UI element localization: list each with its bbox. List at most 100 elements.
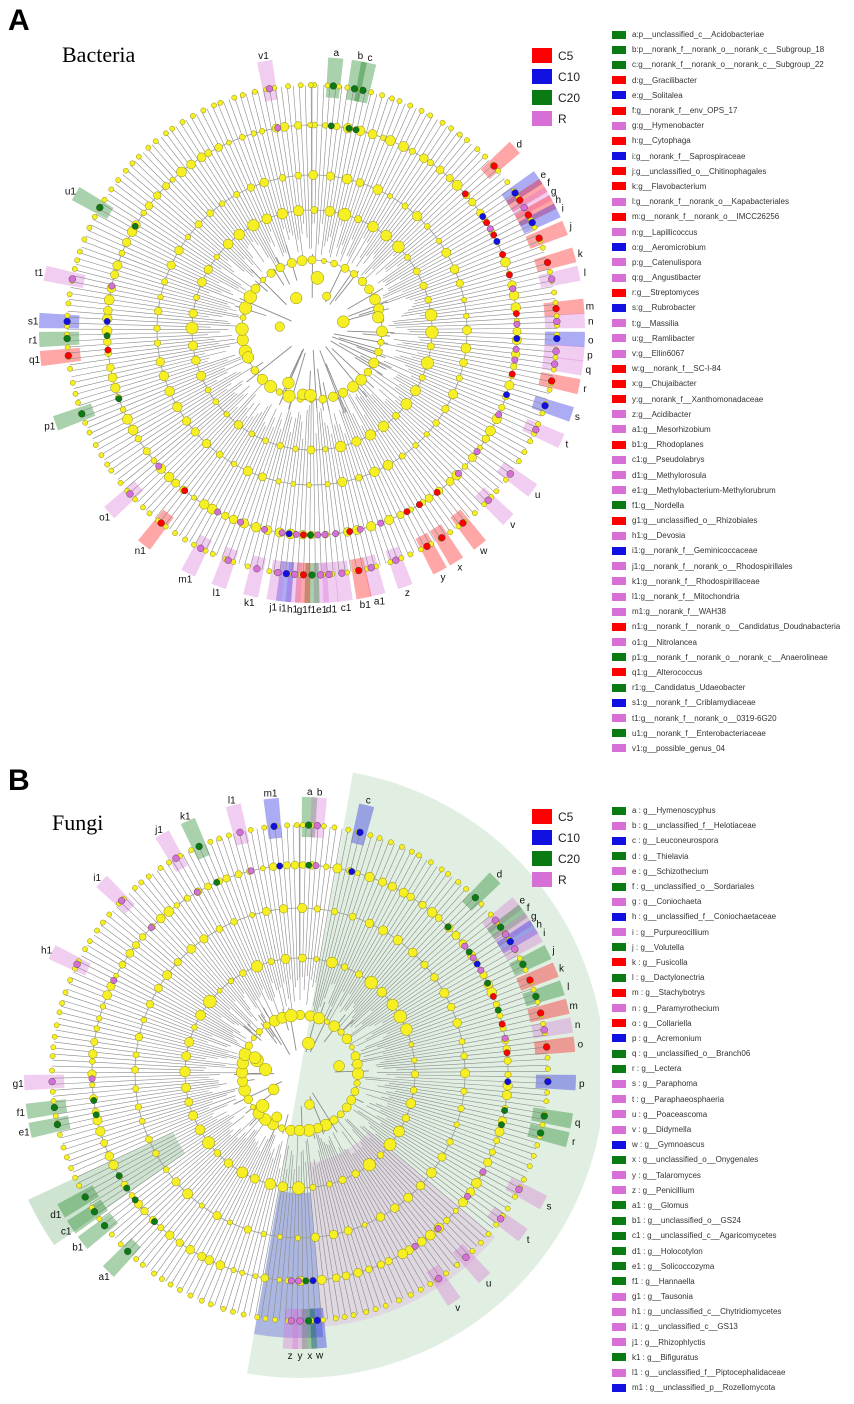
taxa-legend-item: j:g__unclassified_o__Chitinophagales [612,164,840,179]
taxa-label: b1 : g__unclassified_o__GS24 [632,1216,741,1226]
taxa-legend-item: b : g__unclassified_f__Helotiaceae [612,818,785,833]
biomarker-node [552,347,560,355]
taxon-label: e1 [316,605,328,616]
clade-highlight [28,1132,186,1246]
biomarker-node [511,945,519,953]
biomarker-node [305,1317,313,1325]
taxa-label: t1:g__norank_f__norank_o__0319-6G20 [632,713,777,723]
biomarker-node [520,203,528,212]
taxon-label: q [586,365,592,376]
taxa-swatch [612,212,626,221]
taxa-swatch [612,1383,626,1392]
taxa-legend-item: m : g__Stachybotrys [612,985,785,1000]
taxon-label: m1 [178,575,192,586]
taxa-label: j1:g__norank_f__norank_o__Rhodospirillal… [632,561,793,571]
taxa-swatch [612,546,626,555]
taxon-highlight [257,59,278,102]
biomarker-node [519,960,527,968]
taxa-label: m : g__Stachybotrys [632,988,705,998]
taxa-swatch [612,1216,626,1225]
taxa-label: i1:g__norank_f__Geminicoccaceae [632,546,758,556]
taxon-highlight [534,247,577,273]
taxa-swatch [612,197,626,206]
taxa-legend-item: h : g__unclassified_f__Coniochaetaceae [612,909,785,924]
group-label: C5 [558,809,574,824]
biomarker-node [96,203,104,212]
taxa-label: q : g__unclassified_o__Branch06 [632,1049,751,1059]
taxon-label: q [575,1118,581,1129]
taxon-highlight [481,897,523,933]
taxa-label: t:g__Massilia [632,318,679,328]
taxa-swatch [612,683,626,692]
taxon-highlight [429,524,464,566]
taxa-legend-item: h1:g__Devosia [612,528,840,543]
taxa-legend-item: p:g__Catenulispora [612,255,840,270]
taxon-label: l1 [228,795,236,806]
taxa-swatch [612,410,626,419]
taxon-highlight [415,532,447,575]
taxon-label: k1 [180,811,191,822]
taxa-legend-item: c1:g__Pseudolabrys [612,452,840,467]
biomarker-node [540,1026,548,1034]
taxa-label: c:g__norank_f__norank_o__norank_c__Subgr… [632,60,824,70]
taxon-highlight [522,980,565,1007]
taxa-legend-item: y : g__Talaromyces [612,1168,785,1183]
taxon-highlight [496,920,539,954]
taxa-swatch [612,1171,626,1180]
biomarker-node [537,1129,545,1137]
taxa-legend-item: o1:g__Nitrolancea [612,635,840,650]
taxa-legend-item: m1:g__norank_f__WAH38 [612,604,840,619]
taxa-label: o1:g__Nitrolancea [632,637,697,647]
biomarker-node [325,570,333,579]
taxon-label: r [572,1137,576,1148]
taxa-label: e : g__Schizothecium [632,866,709,876]
taxa-swatch [612,455,626,464]
taxa-label: g:g__Hymenobacter [632,121,705,131]
taxa-label: u : g__Poaceascoma [632,1109,708,1119]
biomarker-node [100,1222,109,1230]
group-legend-item: C20 [532,848,580,869]
taxa-legend-item: l : g__Dactylonectria [612,970,785,985]
taxa-legend-item: i1 : g__unclassified_c__GS13 [612,1319,785,1334]
biomarker-node [543,1043,551,1051]
taxa-swatch [612,1140,626,1149]
taxa-label: k:g__Flavobacterium [632,181,707,191]
taxa-swatch [612,364,626,373]
taxa-legend-item: c:g__norank_f__norank_o__norank_c__Subgr… [612,57,840,72]
taxa-label: s:g__Rubrobacter [632,303,696,313]
taxa-label: n : g__Paramyrothecium [632,1003,720,1013]
taxa-swatch [612,562,626,571]
group-swatch [532,111,552,126]
taxon-highlight [263,797,282,840]
biomarker-node [367,564,375,572]
biomarker-node [53,1120,62,1129]
taxa-swatch [612,1110,626,1119]
biomarker-node [490,162,498,170]
taxa-swatch [612,897,626,906]
taxa-label: p : g__Acremonium [632,1033,702,1043]
taxa-legend-item: p1:g__norank_f__norank_o__norank_c__Anae… [612,650,840,665]
taxa-legend-item: h1 : g__unclassified_c__Chytridiomycetes [612,1304,785,1319]
taxon-highlight [522,418,565,448]
taxa-label: h1 : g__unclassified_c__Chytridiomycetes [632,1307,782,1317]
taxon-label: k1 [244,598,255,609]
biomarker-node [126,490,134,498]
taxa-legend-item: p : g__Acremonium [612,1031,785,1046]
group-label: C10 [558,69,581,84]
taxa-legend-item: f:g__norank_f__env_OPS_17 [612,103,840,118]
biomarker-node [548,275,556,283]
taxon-highlight [538,372,581,395]
taxa-label: u1:g__norank_f__Enterobacteriaceae [632,728,766,738]
taxa-legend-item: k:g__Flavobacterium [612,179,840,194]
taxon-label: b1 [72,1243,84,1254]
taxon-label: n [588,316,594,327]
biomarker-node [540,1112,548,1120]
taxon-label: v1 [258,51,269,62]
taxa-legend-item: j : g__Volutella [612,940,785,955]
taxa-legend-item: u1:g__norank_f__Enterobacteriaceae [612,726,840,741]
taxa-label: t : g__Paraphaeosphaeria [632,1094,725,1104]
group-swatch [532,90,552,105]
taxa-label: l:g__norank_f__norank_o__Kapabacteriales [632,197,790,207]
taxa-legend-item: c1 : g__unclassified_c__Agaricomycetes [612,1228,785,1243]
